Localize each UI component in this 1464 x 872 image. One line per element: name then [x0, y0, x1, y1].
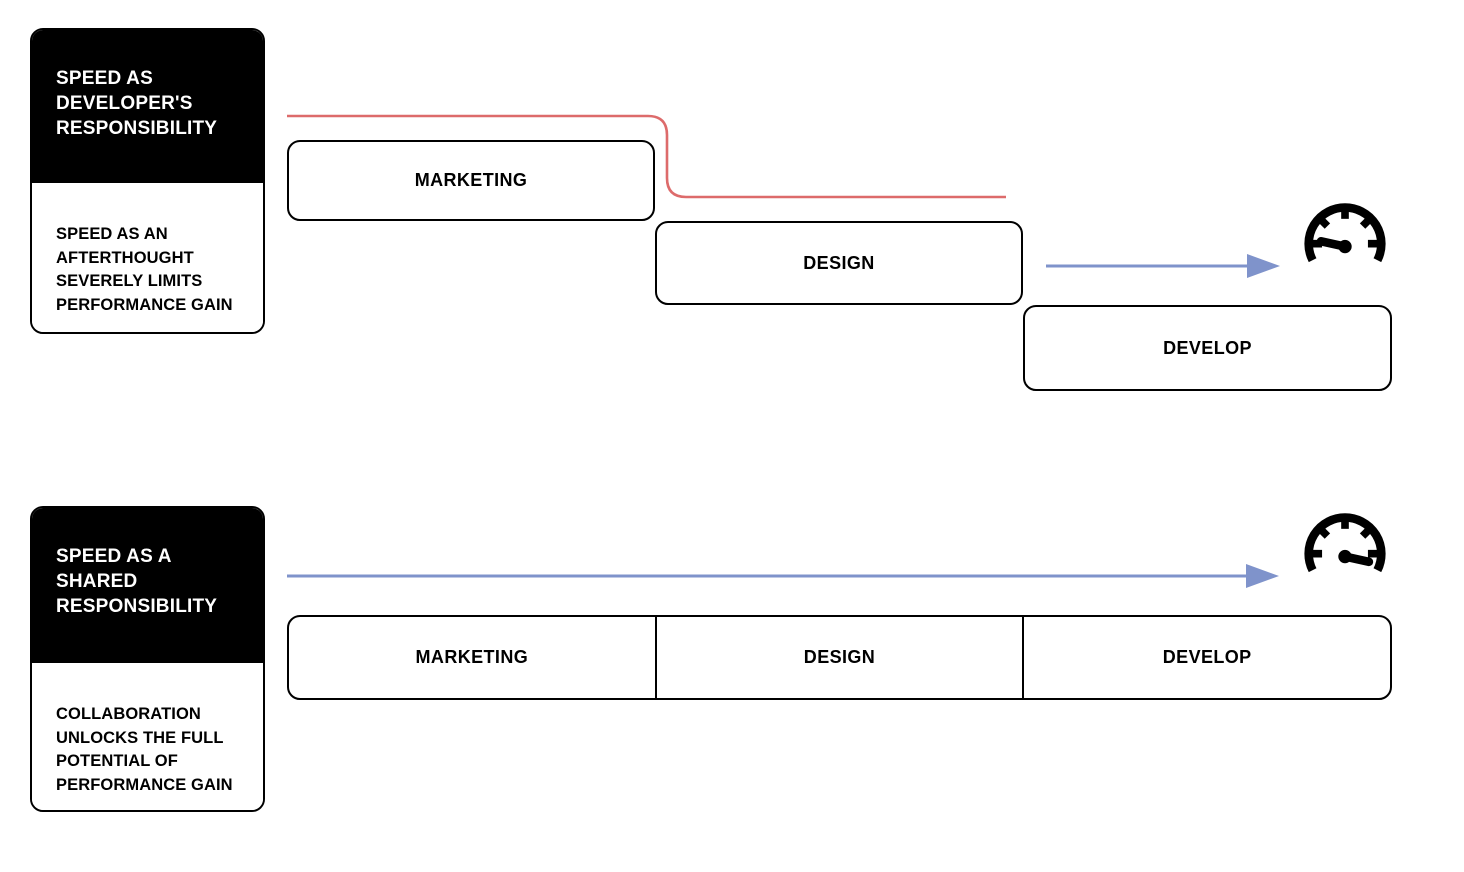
card-title-line: SPEED AS A — [56, 546, 172, 567]
card-body-line: PERFORMANCE GAIN — [56, 295, 233, 314]
long-blue-arrow — [287, 564, 1279, 588]
speedometer-low-icon — [1304, 203, 1386, 263]
phase-box-marketing: MARKETING — [287, 140, 655, 221]
info-card-developer-responsibility: SPEED AS DEVELOPER'S RESPONSIBILITY SPEE… — [30, 28, 265, 334]
phase-box-design: DESIGN — [655, 221, 1023, 305]
info-card-shared-responsibility: SPEED AS A SHARED RESPONSIBILITY COLLABO… — [30, 506, 265, 812]
phase-cell-develop: DEVELOP — [1022, 617, 1390, 698]
phase-row-combined: MARKETING DESIGN DEVELOP — [287, 615, 1392, 700]
card-title-line: DEVELOPER'S — [56, 93, 193, 114]
phase-label: MARKETING — [415, 647, 529, 667]
card-body-line: PERFORMANCE GAIN — [56, 775, 233, 794]
phase-label: DEVELOP — [1162, 647, 1252, 667]
phase-cell-design: DESIGN — [654, 617, 1023, 698]
card-body-block: COLLABORATION UNLOCKS THE FULL POTENTIAL… — [32, 663, 263, 810]
phase-label: MARKETING — [414, 170, 528, 190]
card-body-line: UNLOCKS THE FULL — [56, 728, 224, 747]
phase-label: DESIGN — [803, 252, 875, 273]
card-body-line: COLLABORATION — [56, 705, 201, 723]
card-body-line: POTENTIAL OF — [56, 752, 178, 770]
card-body-line: AFTERTHOUGHT — [56, 248, 194, 267]
phase-label: DESIGN — [803, 647, 876, 667]
speedometer-high-icon — [1304, 513, 1386, 573]
short-blue-arrow — [1046, 254, 1280, 278]
card-title-block: SPEED AS A SHARED RESPONSIBILITY — [32, 508, 263, 663]
card-title-line: RESPONSIBILITY — [56, 118, 218, 139]
red-stepped-line — [287, 114, 1006, 199]
card-body-block: SPEED AS AN AFTERTHOUGHT SEVERELY LIMITS… — [32, 183, 263, 332]
card-title-block: SPEED AS DEVELOPER'S RESPONSIBILITY — [32, 30, 263, 183]
card-body-line: SEVERELY LIMITS — [56, 272, 203, 290]
card-title-line: SPEED AS — [56, 68, 153, 89]
phase-cell-marketing: MARKETING — [289, 617, 655, 698]
card-title-line: RESPONSIBILITY — [56, 596, 218, 617]
card-body-line: SPEED AS AN — [56, 225, 168, 243]
phase-box-develop: DEVELOP — [1023, 305, 1392, 391]
phase-label: DEVELOP — [1163, 337, 1252, 358]
card-title-line: SHARED — [56, 571, 138, 592]
